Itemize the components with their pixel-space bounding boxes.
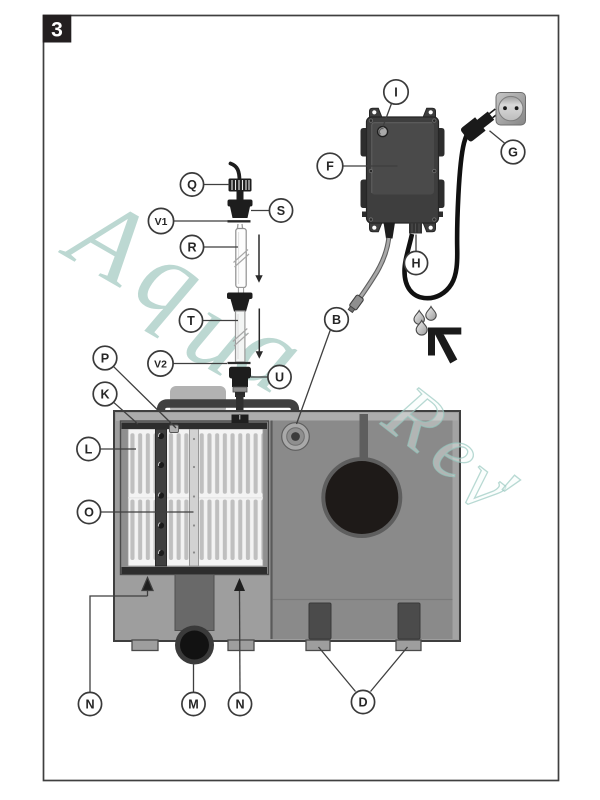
- perforated-strip: [189, 428, 199, 567]
- svg-text:B: B: [332, 313, 341, 327]
- svg-text:H: H: [411, 257, 420, 271]
- svg-text:N: N: [85, 698, 94, 712]
- filter-rail-top: [121, 422, 267, 429]
- label-u: U: [267, 364, 292, 390]
- svg-text:V2: V2: [154, 360, 167, 371]
- svg-text:R: R: [187, 241, 196, 255]
- socket-hole-left: [503, 106, 507, 111]
- svg-text:D: D: [358, 696, 367, 710]
- label-i: I: [382, 78, 410, 106]
- arrow-n-right: [234, 578, 245, 591]
- bolt-heads: [157, 432, 165, 557]
- tank-inlet: [281, 422, 310, 451]
- svg-text:U: U: [275, 371, 284, 385]
- lamp-cable-gray: [347, 237, 392, 314]
- box-cable-gland: [383, 222, 395, 239]
- svg-text:K: K: [100, 388, 109, 402]
- page-frame: [42, 14, 560, 782]
- svg-text:Q: Q: [187, 178, 197, 192]
- svg-text:O: O: [84, 506, 94, 520]
- label-l: L: [76, 436, 101, 462]
- inlet-pipe-uv: [236, 395, 244, 416]
- svg-text:L: L: [85, 443, 93, 457]
- control-box-group: [347, 92, 526, 364]
- uv-lamp-assembly: [227, 161, 263, 397]
- svg-text:S: S: [277, 204, 285, 218]
- svg-text:M: M: [188, 698, 199, 712]
- label-p: P: [92, 345, 118, 371]
- labels: Q S V1 R T V2 U I: [76, 78, 526, 717]
- pump-stripe: [359, 414, 368, 460]
- assembly-arrow-upper: [255, 234, 263, 283]
- label-o: O: [76, 499, 102, 525]
- leader-n-right: [238, 590, 241, 693]
- leader-g: [489, 130, 506, 145]
- lamp-cap: [227, 199, 253, 218]
- pointer-arrow: [428, 327, 462, 364]
- tank-rim: [116, 413, 458, 421]
- figure-number-box: 3: [42, 14, 72, 43]
- svg-text:V1: V1: [155, 217, 168, 228]
- cartridge-clip: [169, 424, 179, 433]
- svg-text:T: T: [187, 314, 195, 328]
- label-s: S: [268, 198, 294, 223]
- lamp-holder: [227, 292, 253, 312]
- tank-right-wall: [452, 420, 459, 639]
- mains-cord: [402, 122, 476, 301]
- label-r: R: [179, 234, 205, 260]
- case-rivets: [368, 118, 437, 222]
- tank-feet: [131, 639, 422, 652]
- bolt-strip: [154, 428, 167, 567]
- label-t: T: [178, 308, 204, 333]
- leader-i: [382, 103, 393, 127]
- label-b: B: [323, 306, 350, 333]
- svg-text:F: F: [326, 160, 334, 174]
- leader-lines: [89, 103, 506, 693]
- label-n-right: N: [227, 691, 253, 717]
- leader-b: [295, 329, 332, 425]
- side-brackets: [360, 128, 445, 217]
- label-g: G: [500, 139, 526, 165]
- lamp-connector: [409, 222, 422, 234]
- tank-group: [113, 386, 461, 665]
- svg-text:N: N: [235, 698, 244, 712]
- label-q: Q: [179, 172, 205, 197]
- label-k: K: [92, 381, 118, 407]
- label-v1: V1: [147, 207, 175, 235]
- filter-rail-bottom: [121, 567, 267, 574]
- bottom-outlet: [174, 574, 215, 665]
- svg-text:I: I: [394, 86, 398, 100]
- label-h: H: [403, 250, 429, 276]
- leader-k: [113, 401, 139, 425]
- figure-number: 3: [51, 18, 63, 41]
- bulkhead-nut: [231, 414, 249, 423]
- uv-lamp-tube: [233, 227, 250, 295]
- label-f: F: [316, 152, 344, 180]
- leader-d-left: [318, 646, 356, 692]
- wall-socket: [495, 92, 526, 126]
- ear-holes: [372, 110, 433, 230]
- label-m: M: [181, 691, 206, 717]
- leader-n-left: [89, 595, 148, 693]
- socket-hole-right: [514, 106, 519, 111]
- arrow-n-left: [141, 575, 154, 596]
- svg-text:P: P: [101, 352, 109, 366]
- control-box-panel: [371, 122, 434, 195]
- assembly-arrow-lower: [255, 308, 263, 359]
- svg-text:G: G: [508, 146, 518, 160]
- drain-blocks: [308, 602, 421, 640]
- cable-gland: [228, 178, 252, 201]
- water-drops: [413, 305, 437, 336]
- bulkhead-fitting: [229, 366, 251, 397]
- pump-hole: [321, 457, 403, 538]
- lid-pipe: [156, 399, 300, 427]
- label-n-left: N: [77, 691, 103, 717]
- leader-d-right: [370, 646, 408, 692]
- indicator-led: [376, 125, 389, 138]
- label-d: D: [350, 689, 376, 715]
- label-v2: V2: [147, 350, 174, 377]
- leader-p: [112, 365, 177, 429]
